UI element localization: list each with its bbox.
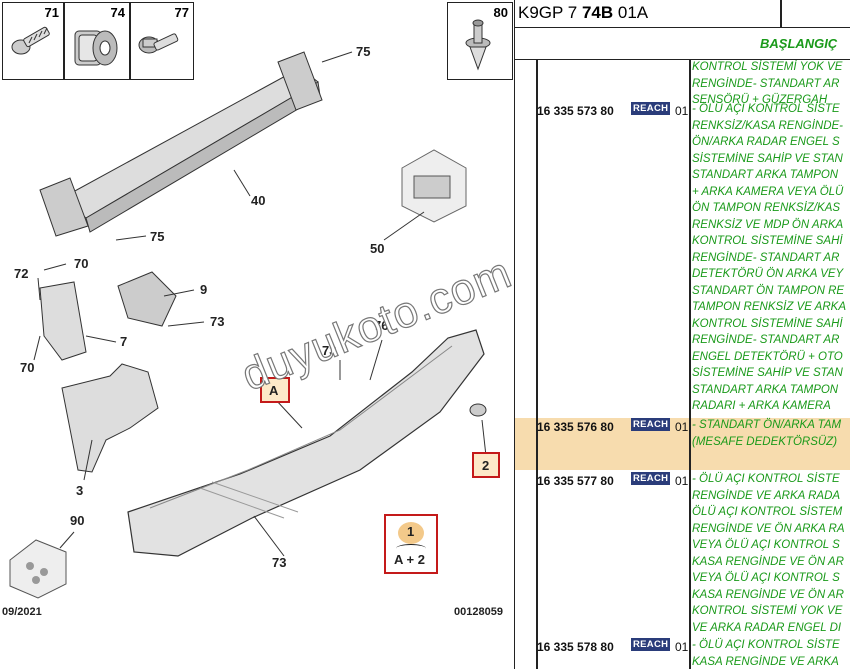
start-label: BAŞLANGIÇ [760,36,837,51]
callout-40: 40 [251,193,265,208]
description-line: + ARKA KAMERA VEYA ÖLÜ [692,184,850,201]
description-line: VEYA ÖLÜ AÇI KONTROL S [692,570,850,587]
part-number[interactable]: 16 335 578 80 [537,640,614,654]
callout-72: 72 [14,266,28,281]
description-line: ÖN/ARKA RADAR ENGEL S [692,134,850,151]
column-divider [536,59,538,669]
description-line: ÖLÜ AÇI KONTROL SİSTEM [692,504,850,521]
callout-9: 9 [200,282,207,297]
quantity: 01 [675,104,688,118]
side-bracket[interactable] [40,282,86,360]
clip-box[interactable] [10,540,66,598]
part-number[interactable]: 16 335 577 80 [537,474,614,488]
fastener-kit[interactable] [402,150,466,222]
assembly-legend: 1 A + 2 [384,514,438,574]
callout-75-upper: 75 [356,44,370,59]
description-line: RENGİNDE VE ARKA RADA [692,488,850,505]
callout-7: 7 [120,334,127,349]
callout-70-lower: 70 [20,360,34,375]
legend-top: 1 [407,524,414,539]
callout-2-box[interactable]: 2 [472,452,500,478]
callout-50: 50 [370,241,384,256]
part-description: - STANDART ÖN/ARKA TAM(MESAFE DEDEKTÖRSÜ… [692,417,850,450]
description-line: KONTROL SİSTEMİ YOK VE [692,603,850,620]
description-line: RENGİNDE- STANDART AR [692,250,850,267]
reach-badge: REACH [631,638,670,651]
model-code-bold: 74B [582,3,613,22]
part-number[interactable]: 16 335 576 80 [537,420,614,434]
description-line: RENGİNDE- STANDART AR [692,332,850,349]
description-line: - ÖLÜ AÇI KONTROL SİSTE [692,637,850,654]
panel-header: K9GP 7 74B 01A [515,0,850,28]
description-line: - ÖLÜ AÇI KONTROL SİSTE [692,101,850,118]
reach-badge: REACH [631,472,670,485]
description-line: RENGİNDE- STANDART AR [692,76,850,93]
quantity: 01 [675,640,688,654]
callout-3: 3 [76,483,83,498]
description-line: KONTROL SİSTEMİNE SAHİ [692,233,850,250]
part-number[interactable]: 16 335 573 80 [537,104,614,118]
description-line: RADARI + ARKA KAMERA [692,398,850,415]
parts-diagram: 71 74 77 80 [0,0,514,669]
callout-73-bottom: 73 [272,555,286,570]
legend-bottom: A + 2 [394,552,425,567]
header-divider [780,0,782,27]
model-code-suffix: 01A [613,3,648,22]
model-code-prefix: K9GP 7 [518,3,582,22]
diagram-date: 09/2021 [2,606,42,618]
model-code: K9GP 7 74B 01A [518,3,648,23]
callout-73-bracket: 73 [210,314,224,329]
description-line: RENKSİZ/KASA RENGİNDE- [692,118,850,135]
description-line: DETEKTÖRÜ ÖN ARKA VEY [692,266,850,283]
reach-badge: REACH [631,102,670,115]
description-line: KASA RENGİNDE VE ÖN AR [692,554,850,571]
panel-subheader: BAŞLANGIÇ [515,28,850,60]
callout-90: 90 [70,513,84,528]
description-line: VE ARKA RADAR ENGEL DI [692,620,850,637]
description-line: SİSTEMİNE SAHİP VE STAN [692,151,850,168]
description-line: ÖN TAMPON RENKSİZ/KAS [692,200,850,217]
column-divider [689,59,691,669]
description-line: VEYA ÖLÜ AÇI KONTROL S [692,537,850,554]
diagram-ref: 00128059 [454,606,503,618]
tow-cap[interactable] [470,404,486,416]
description-line: KONTROL SİSTEMİNE SAHİ [692,316,850,333]
description-line: - STANDART ÖN/ARKA TAM [692,417,850,434]
description-line: RENGİNDE VE ÖN ARKA RA [692,521,850,538]
description-line: STANDART ARKA TAMPON [692,167,850,184]
description-line: KONTROL SİSTEMİ YOK VE [692,59,850,76]
quantity: 01 [675,420,688,434]
reach-badge: REACH [631,418,670,431]
description-line: KASA RENGİNDE VE ARKA [692,654,850,670]
description-line: KASA RENGİNDE VE ÖN AR [692,587,850,604]
callout-75-lower: 75 [150,229,164,244]
description-line: (MESAFE DEDEKTÖRSÜZ) [692,434,850,451]
reinforcement-beam[interactable] [40,52,322,236]
parts-list-panel: K9GP 7 74B 01A BAŞLANGIÇ KONTROL SİSTEMİ… [514,0,850,669]
description-line: - ÖLÜ AÇI KONTROL SİSTE [692,471,850,488]
description-line: ENGEL DETEKTÖRÜ + OTO [692,349,850,366]
description-line: STANDART ARKA TAMPON [692,382,850,399]
description-line: STANDART ÖN TAMPON RE [692,283,850,300]
description-line: TAMPON RENKSİZ VE ARKA [692,299,850,316]
description-line: SİSTEMİNE SAHİP VE STAN [692,365,850,382]
callout-2: 2 [482,458,489,473]
description-line: RENKSİZ VE MDP ÖN ARKA [692,217,850,234]
corner-cover[interactable] [62,364,158,472]
upper-bracket[interactable] [118,272,176,326]
quantity: 01 [675,474,688,488]
callout-70-upper: 70 [74,256,88,271]
